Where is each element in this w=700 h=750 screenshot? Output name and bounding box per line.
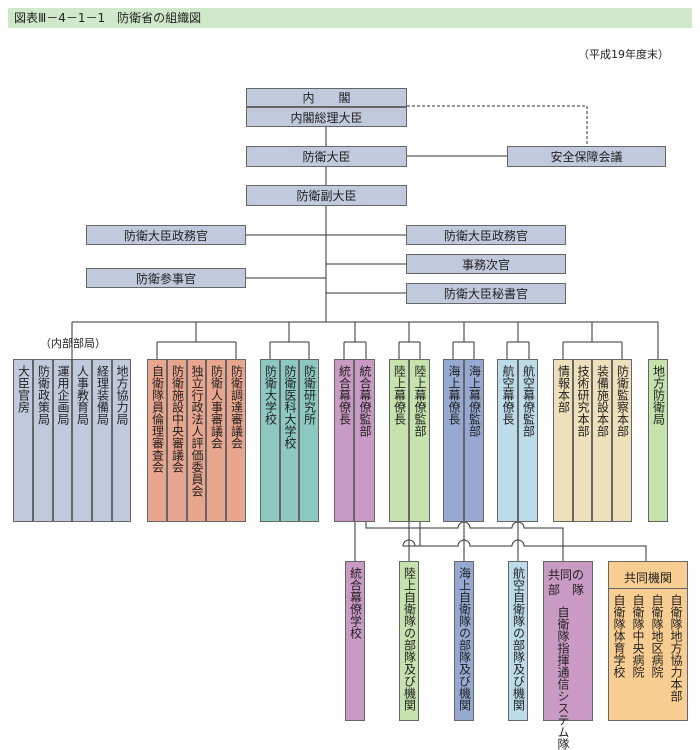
air-units: 航空自衛隊の部隊及び機関 [508, 561, 528, 721]
secretary-box: 防衛大臣秘書官 [406, 283, 566, 304]
joint-staff-office: 統合幕僚監部 [354, 359, 375, 522]
bureau-local-cooperation: 地方協力局 [112, 359, 131, 522]
command-communication-unit: 自衛隊指揮通信システム隊 [556, 606, 570, 750]
bureau-defense-policy: 防衛政策局 [33, 359, 53, 522]
council-procurement: 防衛調達審議会 [226, 359, 246, 522]
joint-organizations-divider [609, 588, 687, 589]
physical-training-school: 自衛隊体育学校 [612, 594, 626, 678]
air-staff-office: 航空幕僚監部 [518, 359, 538, 522]
minister-box: 防衛大臣 [246, 146, 407, 167]
agency-intelligence: 情報本部 [553, 359, 573, 522]
school-defense-academy: 防衛大学校 [260, 359, 280, 522]
joint-staff-college: 統合幕僚学校 [345, 561, 365, 721]
agency-inspector-general: 防衛監察本部 [612, 359, 632, 522]
council-facilities-central: 防衛施設中央審議会 [167, 359, 187, 522]
school-research-institute: 防衛研究所 [299, 359, 319, 522]
ground-units: 陸上自衛隊の部隊及び機関 [399, 561, 419, 721]
parliamentary-vice-minister-right-box: 防衛大臣政務官 [406, 225, 566, 245]
internal-bureaus-label: （内部部局） [40, 337, 106, 350]
agency-equipment-procurement: 装備施設本部 [592, 359, 612, 522]
maritime-staff-office: 海上幕僚監部 [464, 359, 484, 522]
central-hospital: 自衛隊中央病院 [631, 594, 645, 678]
parliamentary-vice-minister-left-box: 防衛大臣政務官 [86, 225, 246, 245]
shared-units-title: 共同の部 隊 [548, 568, 585, 597]
bureau-finance-equipment: 経理装備局 [92, 359, 112, 522]
agency-technical-research: 技術研究本部 [573, 359, 592, 522]
joint-organizations-title: 共同機関 [623, 571, 672, 585]
bureau-minister-secretariat: 大臣官房 [13, 359, 33, 522]
joint-chief-of-staff: 統合幕僚長 [334, 359, 354, 522]
cabinet-box: 内 閣 [246, 88, 407, 107]
date-note: （平成19年度末） [578, 48, 669, 61]
vice-minister-box: 事務次官 [406, 254, 566, 274]
district-hospital: 自衛隊地区病院 [650, 594, 664, 678]
council-evaluation: 独立行政法人評価委員会 [187, 359, 206, 522]
air-chief-of-staff: 航空幕僚長 [497, 359, 518, 522]
bureau-operations-policy: 運用企画局 [53, 359, 72, 522]
figure-title: 図表Ⅲ－4－1－1 防衛省の組織図 [8, 8, 692, 28]
ground-chief-of-staff: 陸上幕僚長 [389, 359, 409, 522]
security-council-box: 安全保障会議 [507, 146, 666, 167]
prime-minister-box: 内閣総理大臣 [246, 107, 407, 127]
senior-vice-minister-box: 防衛副大臣 [246, 185, 407, 206]
school-medical-college: 防衛医科大学校 [280, 359, 299, 522]
joint-organizations-frame: 共同機関 自衛隊体育学校 自衛隊中央病院 自衛隊地区病院 自衛隊地方協力本部 [608, 561, 688, 721]
council-ethics-review: 自衛隊員倫理審査会 [147, 359, 167, 522]
maritime-chief-of-staff: 海上幕僚長 [443, 359, 464, 522]
ground-staff-office: 陸上幕僚監部 [409, 359, 430, 522]
connector-lines [71, 105, 659, 561]
councilor-box: 防衛参事官 [86, 268, 246, 288]
shared-units-frame: 共同の部 隊 自衛隊指揮通信システム隊 [543, 561, 593, 750]
bureau-personnel-education: 人事教育局 [72, 359, 92, 522]
provincial-cooperation-office: 自衛隊地方協力本部 [669, 594, 683, 702]
maritime-units: 海上自衛隊の部隊及び機関 [454, 561, 474, 721]
regional-defense-bureau: 地方防衛局 [648, 359, 668, 522]
council-personnel: 防衛人事審議会 [206, 359, 226, 522]
